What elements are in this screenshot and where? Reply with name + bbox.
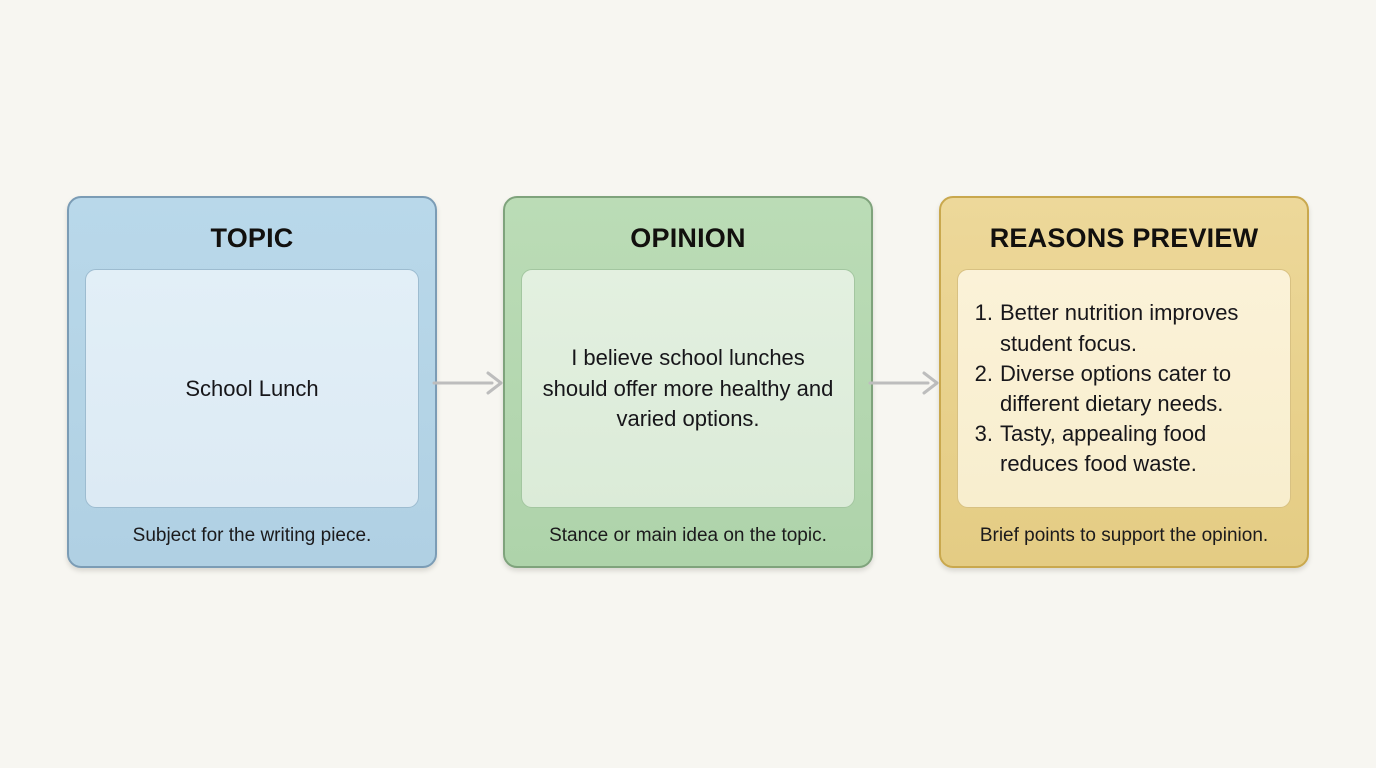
connector-opinion-to-reasons [868,369,940,397]
list-item-label: Better nutrition improves student focus. [1000,300,1239,356]
list-item: 3. Tasty, appealing food reduces food wa… [974,419,1276,479]
card-topic-panel: School Lunch [85,269,419,509]
card-reasons-title: REASONS PREVIEW [989,223,1259,253]
connector-topic-to-opinion [432,369,504,397]
list-item: 1. Better nutrition improves student foc… [974,298,1276,358]
list-item-number: 1. [974,300,993,326]
card-opinion-title: OPINION [630,223,746,253]
card-topic-body: School Lunch [185,375,319,401]
card-reasons-caption: Brief points to support the opinion. [979,525,1269,547]
card-topic-title: TOPIC [210,223,294,253]
list-item-number: 2. [974,360,993,386]
card-opinion-caption: Stance or main idea on the topic. [549,525,827,547]
arrow-right-icon [432,371,503,395]
card-topic-caption: Subject for the writing piece. [132,525,372,547]
card-opinion: OPINION I believe school lunches should … [503,196,873,568]
list-item-label: Diverse options cater to different dieta… [1000,360,1232,416]
list-item-number: 3. [974,420,993,446]
card-topic: TOPIC School Lunch Subject for the writi… [67,196,437,568]
card-opinion-body: I believe school lunches should offer mo… [542,345,834,431]
card-reasons-panel: 1. Better nutrition improves student foc… [957,269,1291,509]
card-reasons: REASONS PREVIEW 1. Better nutrition impr… [939,196,1309,568]
list-item-label: Tasty, appealing food reduces food waste… [1000,420,1207,477]
arrow-right-icon [868,371,939,395]
reason-list: 1. Better nutrition improves student foc… [958,298,1290,479]
card-opinion-panel: I believe school lunches should offer mo… [521,269,855,509]
list-item: 2. Diverse options cater to different di… [974,359,1276,419]
